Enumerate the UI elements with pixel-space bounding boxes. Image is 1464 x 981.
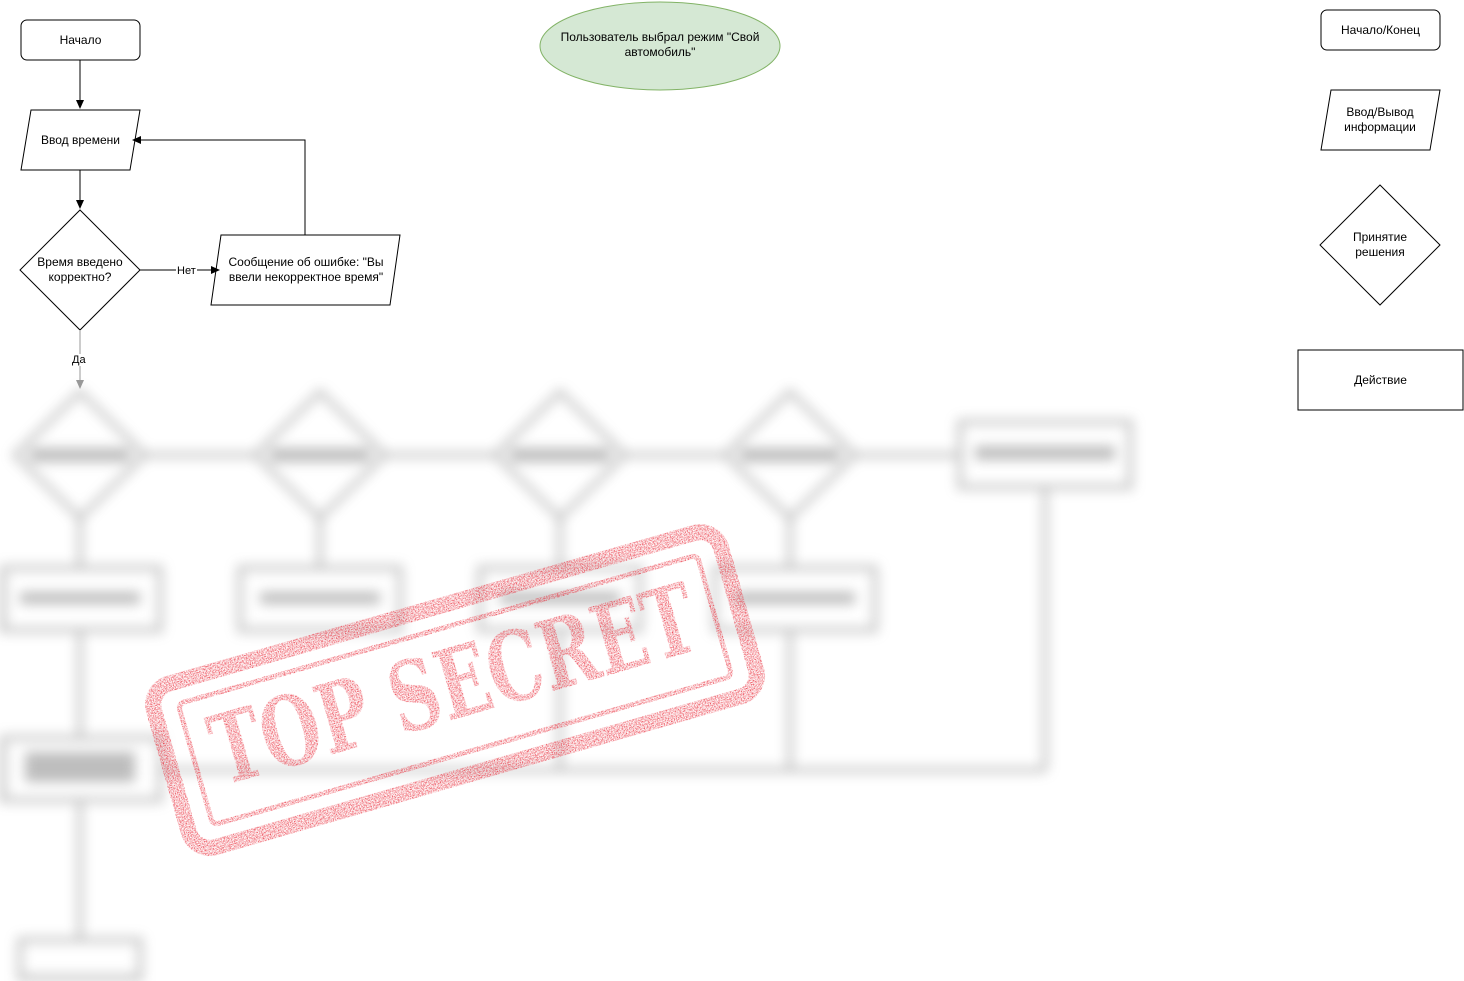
- legend-decision-label: Принятие решения: [1353, 230, 1407, 259]
- legend-terminal-label: Начало/Конец: [1341, 22, 1420, 37]
- edge-error-to-input: [132, 136, 306, 235]
- stamp-outer-border: [145, 524, 765, 856]
- error-message-node[interactable]: [210, 234, 401, 306]
- legend-process-shape: [1297, 349, 1464, 411]
- stamp-inner-border: [177, 553, 733, 827]
- time-check-label: Время введено корректно?: [37, 255, 123, 284]
- edge-label-no: Нет: [176, 265, 197, 277]
- start-label: Начало: [59, 32, 102, 47]
- error-message-label: Сообщение об ошибке: "Вы ввели некоррект…: [228, 255, 384, 284]
- mode-note-ellipse[interactable]: [539, 1, 781, 91]
- legend-process-label: Действие: [1354, 372, 1407, 387]
- legend-decision-shape: [1319, 184, 1441, 306]
- time-input-label: Ввод времени: [41, 132, 120, 147]
- edge-label-yes: Да: [71, 354, 87, 366]
- redacted-box-5: [712, 565, 878, 633]
- legend-io-label: Ввод/Вывод информации: [1344, 105, 1416, 134]
- time-input-node[interactable]: [20, 109, 141, 171]
- legend-terminal-shape: [1320, 9, 1441, 51]
- legend-io-shape: [1320, 89, 1441, 151]
- mode-note-label: Пользователь выбрал режим "Свой автомоби…: [560, 29, 760, 59]
- redacted-box-3: [237, 565, 403, 633]
